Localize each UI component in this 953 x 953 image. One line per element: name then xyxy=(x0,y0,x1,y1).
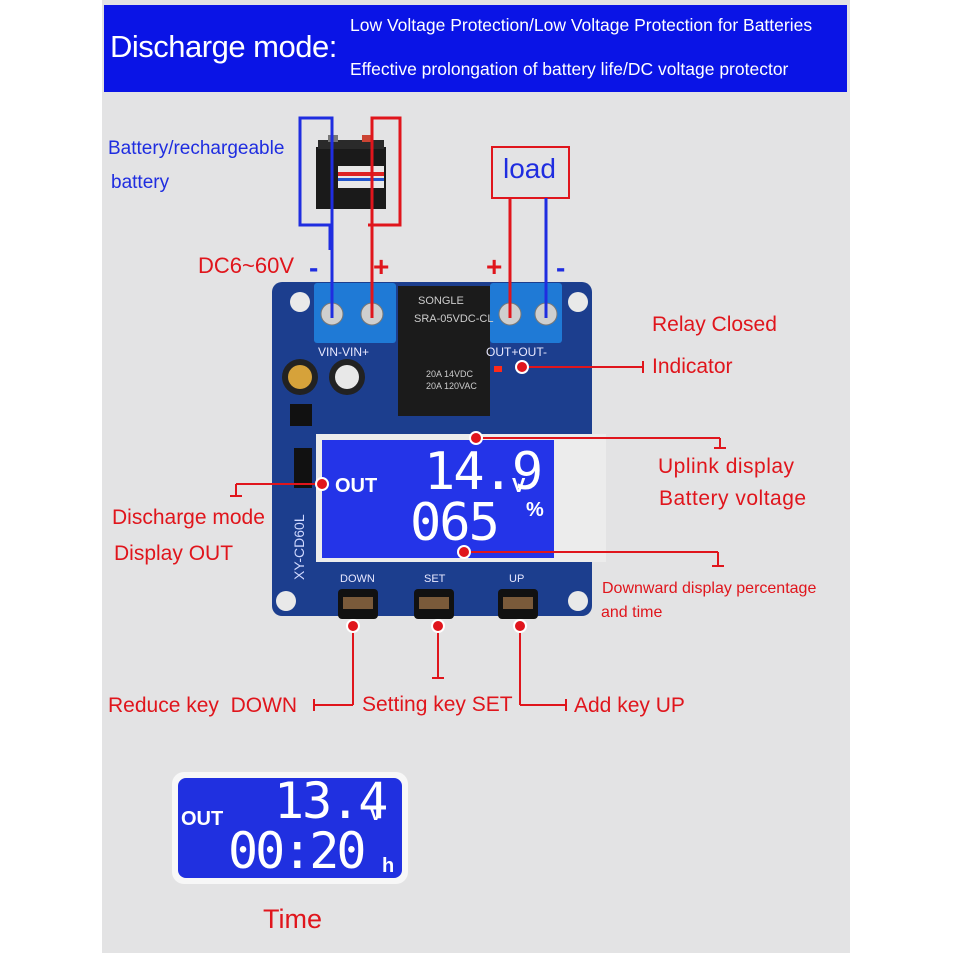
lcd-time-bottom-value: 00:20 xyxy=(228,822,367,880)
lcd-time xyxy=(178,778,402,878)
relay-rating-2: 20A 120VAC xyxy=(426,381,477,391)
lcd-main-mode: OUT xyxy=(335,475,378,497)
button-set-label: SET xyxy=(424,573,446,585)
input-voltage-label: DC6~60V xyxy=(198,253,295,278)
lcd-time-bottom-unit: h xyxy=(382,855,395,877)
lcd-time-top-value: 13.4 xyxy=(274,772,388,830)
output-terminal xyxy=(490,283,562,343)
load-plus-sign: + xyxy=(486,251,503,282)
battery-label-line-1: Battery/rechargeable xyxy=(108,138,285,159)
lcd-main xyxy=(322,440,554,558)
terminal-out-label: OUT+OUT- xyxy=(486,345,548,359)
wiring xyxy=(298,116,548,318)
annotation-setting-key: Setting key SET xyxy=(362,693,513,716)
banner-title: Discharge mode: xyxy=(110,29,337,64)
relay xyxy=(398,286,490,416)
annotation-discharge-line-1: Discharge mode xyxy=(112,506,265,529)
terminal-in-label: VIN-VIN+ xyxy=(318,345,370,359)
time-caption: Time xyxy=(263,904,322,934)
battery-label-line-2: battery xyxy=(111,172,170,193)
lcd-time-mode: OUT xyxy=(181,808,224,830)
input-terminal xyxy=(314,283,396,343)
annotation-uplink-line-2: Battery voltage xyxy=(659,487,807,510)
relay-led xyxy=(494,366,502,372)
board-model: XY-CD60L xyxy=(291,514,307,580)
lcd-main-top-value: 14.9 xyxy=(424,442,543,502)
lcd-main-bottom-unit: % xyxy=(526,499,544,521)
header-banner: Discharge mode: Low Voltage Protection/L… xyxy=(104,5,847,92)
pcb-board xyxy=(272,282,606,619)
load-label: load xyxy=(503,153,556,184)
button-down-label: DOWN xyxy=(340,573,375,585)
load-minus-sign: - xyxy=(556,252,566,283)
banner-line-2: Effective prolongation of battery life/D… xyxy=(350,59,789,79)
relay-rating-1: 20A 14VDC xyxy=(426,369,474,379)
annotation-relay-line-2: Indicator xyxy=(652,355,733,378)
annotation-discharge-line-2: Display OUT xyxy=(114,542,234,565)
load-box xyxy=(491,146,570,199)
relay-brand: SONGLE xyxy=(418,295,464,307)
lcd-main-top-unit: V xyxy=(512,475,526,497)
annotation-dots xyxy=(315,360,529,633)
button-up-label: UP xyxy=(509,573,525,585)
annotation-add-key: Add key UP xyxy=(574,694,685,717)
input-minus-sign: - xyxy=(309,252,319,283)
annotation-uplink-line-1: Uplink display xyxy=(658,455,795,478)
relay-model: SRA-05VDC-CL xyxy=(414,313,494,325)
annotation-downward-line-2: and time xyxy=(601,604,663,621)
banner-line-1: Low Voltage Protection/Low Voltage Prote… xyxy=(350,15,813,35)
annotation-relay-line-1: Relay Closed xyxy=(652,313,777,336)
annotation-leaders xyxy=(230,361,726,711)
input-plus-sign: + xyxy=(373,251,390,282)
lcd-main-bottom-value: 065 xyxy=(410,493,500,553)
battery-icon xyxy=(316,135,386,209)
annotation-reduce-key: Reduce key DOWN xyxy=(108,694,298,717)
annotation-downward-line-1: Downward display percentage xyxy=(602,580,817,597)
lcd-time-top-unit: V xyxy=(369,803,383,825)
